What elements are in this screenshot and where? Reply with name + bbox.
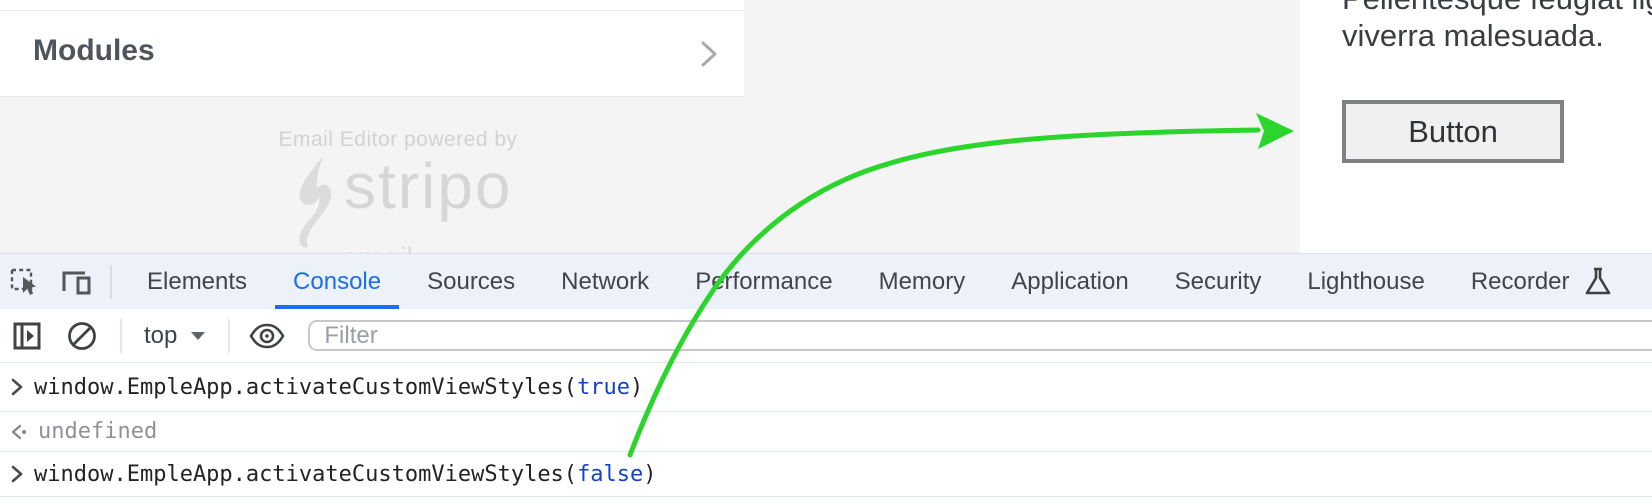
preview-paragraph-line2: viverra malesuada. <box>1342 18 1604 53</box>
divider <box>228 318 231 353</box>
devtools-tabbar: Elements Console Sources Network Perform… <box>0 253 1652 309</box>
devtools-tabs: Elements Console Sources Network Perform… <box>124 254 1636 309</box>
console-command-row: window.EmpleApp.activateCustomViewStyles… <box>0 452 1652 497</box>
console-result-row: undefined <box>0 412 1652 452</box>
watermark-brand: stripo <box>344 150 513 222</box>
tab-memory[interactable]: Memory <box>878 267 966 295</box>
experiment-flask-icon <box>1585 267 1610 294</box>
console-code: ) <box>630 374 644 400</box>
js-context-label: top <box>144 321 178 349</box>
preview-button[interactable]: Button <box>1342 100 1564 163</box>
boolean-token: false <box>577 461 644 487</box>
tab-elements[interactable]: Elements <box>147 267 248 295</box>
console-filter-input[interactable] <box>308 320 1652 351</box>
console-prompt-chevron-icon <box>10 465 24 483</box>
device-toolbar-icon[interactable] <box>60 267 92 297</box>
tab-console[interactable]: Console <box>270 254 404 309</box>
devtools-panel: Elements Console Sources Network Perform… <box>0 253 1652 504</box>
modules-section-row[interactable]: Modules <box>0 0 744 97</box>
tab-lighthouse[interactable]: Lighthouse <box>1307 267 1425 295</box>
preview-paragraph-line1: Pellentesque feugiat ligul <box>1342 0 1652 17</box>
tab-recorder[interactable]: Recorder <box>1448 254 1636 309</box>
stripo-watermark: Email Editor powered by stripo .email <box>278 128 518 276</box>
tab-security[interactable]: Security <box>1174 267 1262 295</box>
context-caret-icon <box>191 331 206 340</box>
live-expression-eye-icon[interactable] <box>248 322 286 350</box>
console-toolbar: top <box>0 309 1652 363</box>
clear-console-icon[interactable] <box>66 320 98 352</box>
js-context-selector[interactable]: top <box>144 322 206 350</box>
console-messages: window.EmpleApp.activateCustomViewStyles… <box>0 363 1652 497</box>
console-result-value: undefined <box>38 419 158 444</box>
divider <box>0 10 744 11</box>
boolean-token: true <box>577 374 631 400</box>
console-prompt-chevron-icon <box>10 378 24 396</box>
modules-title: Modules <box>33 34 155 67</box>
email-preview-panel: Pellentesque feugiat ligul viverra males… <box>1300 0 1652 253</box>
inspect-element-icon[interactable] <box>10 267 40 297</box>
divider <box>110 264 112 299</box>
divider <box>120 318 122 353</box>
chevron-right-icon[interactable] <box>700 40 718 68</box>
console-code: ) <box>643 461 657 487</box>
stripo-logo-icon <box>299 157 332 248</box>
console-code: window.EmpleApp.activateCustomViewStyles… <box>34 461 578 487</box>
tab-network[interactable]: Network <box>561 267 650 295</box>
stripo-editor-page: Modules Email Editor powered by stripo .… <box>0 0 1652 275</box>
console-sidebar-icon[interactable] <box>12 321 42 351</box>
console-result-arrow-icon <box>10 423 28 441</box>
watermark-powered-by: Email Editor powered by <box>278 128 518 151</box>
tab-performance[interactable]: Performance <box>695 267 833 295</box>
console-code: window.EmpleApp.activateCustomViewStyles… <box>34 374 578 400</box>
tab-sources[interactable]: Sources <box>427 267 516 295</box>
tab-application[interactable]: Application <box>1011 267 1129 295</box>
console-command-row: window.EmpleApp.activateCustomViewStyles… <box>0 363 1652 412</box>
